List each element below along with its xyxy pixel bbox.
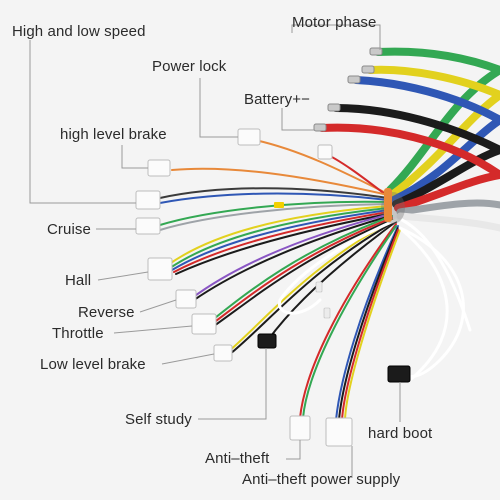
leader-reverse [139, 299, 177, 313]
right-white-wire [400, 218, 472, 332]
bundle-tie-orange [384, 188, 392, 222]
white-loop-wire-1 [277, 218, 398, 315]
leader-high-level-brake [121, 145, 148, 169]
label-battery: Battery+− [244, 91, 310, 108]
low-brake-wire-1 [227, 219, 395, 353]
main-power-wires [318, 47, 500, 232]
anti-theft-power-wire-4 [344, 229, 401, 421]
hall-connector [147, 257, 173, 281]
label-power-lock: Power lock [152, 58, 227, 75]
leader-power-lock [199, 78, 238, 138]
bundle-marker-yellow [274, 202, 284, 208]
label-reverse: Reverse [78, 304, 135, 321]
leader-self-study [198, 348, 267, 420]
high-brake-orange-wire [171, 167, 389, 196]
connectors [135, 128, 411, 447]
anti-theft-power-wire-3 [341, 229, 399, 421]
phase-gray-wire [396, 199, 500, 216]
high-level-brake-connector [147, 159, 171, 177]
leader-hall [97, 271, 149, 281]
throttle-wire-1 [209, 215, 393, 323]
label-cruise: Cruise [47, 221, 91, 238]
anti-theft-wire-2 [302, 225, 397, 419]
lug-blue [347, 75, 361, 84]
hall-wire-3 [171, 209, 389, 271]
terminal-lugs [313, 47, 383, 132]
anti-theft-power-wire-2 [338, 227, 399, 421]
self-study-connector [257, 333, 277, 349]
zip-tie-anti-theft [323, 307, 331, 319]
cruise-wire-1 [159, 200, 389, 226]
hall-wire-5 [175, 213, 389, 275]
motor-phase-green-wire-tail [374, 47, 500, 74]
lug-green [369, 47, 383, 56]
throttle-wire-2 [211, 217, 393, 325]
hall-wire-4 [173, 211, 389, 273]
harness-bundle [274, 188, 405, 319]
label-anti-theft: Anti–theft [205, 450, 270, 467]
leader-throttle [113, 325, 193, 334]
reverse-connector [175, 289, 197, 309]
anti-theft-wire-1 [299, 223, 397, 419]
label-motor-phase: Motor phase [292, 14, 377, 31]
lug-black [327, 103, 341, 112]
high-low-speed-connector [135, 190, 161, 210]
lug-red [313, 123, 327, 132]
leader-anti-theft [286, 440, 301, 460]
label-hard-boot: hard boot [368, 425, 433, 442]
label-anti-theft-power-supply: Anti–theft power supply [242, 471, 401, 488]
motor-phase-blue-wire [390, 116, 500, 204]
leader-lines [29, 24, 401, 478]
self-study-wire-1 [267, 221, 397, 341]
cruise-wire-2 [159, 203, 389, 231]
motor-phase-yellow-wire [388, 91, 500, 199]
label-hall: Hall [65, 272, 92, 289]
anti-theft-power-connector [325, 417, 353, 447]
high-low-speed-wire-2 [159, 192, 389, 204]
hall-wire-2 [169, 207, 389, 269]
throttle-connector [191, 313, 217, 335]
leader-battery [281, 108, 314, 131]
label-high-low-speed: High and low speed [12, 23, 146, 40]
hard-boot-connector [387, 365, 411, 383]
power-lock-connector [237, 128, 261, 146]
phase-white-wire [396, 212, 500, 232]
label-self-study: Self study [125, 411, 192, 428]
anti-theft-power-wire-1 [335, 225, 399, 421]
leader-motor-phase [291, 24, 381, 50]
zip-tie-self-study [315, 281, 323, 293]
battery-black-wire-tail [332, 104, 500, 154]
label-throttle: Throttle [52, 325, 104, 342]
high-low-speed-wire-1 [159, 187, 389, 199]
hard-boot-loop-wire-2 [400, 228, 449, 382]
low-brake-wire-2 [229, 221, 395, 355]
battery-black-wire [392, 146, 500, 208]
cruise-connector [135, 217, 161, 235]
battery-red-wire [394, 171, 500, 212]
battery-red-wire-tail [318, 123, 500, 179]
hard-boot-loop-wire [398, 226, 465, 379]
power-lock-small-connector [317, 144, 333, 160]
motor-phase-yellow-wire-tail [366, 65, 500, 99]
anti-theft-connector [289, 415, 311, 441]
label-high-level-brake: high level brake [60, 126, 167, 143]
label-low-level-brake: Low level brake [40, 356, 146, 373]
motor-phase-blue-wire-tail [352, 76, 500, 124]
leader-high-low-speed [29, 40, 136, 204]
throttle-wire-3 [213, 219, 393, 327]
low-level-brake-connector [213, 344, 233, 362]
reverse-wire-2 [193, 215, 391, 301]
power-lock-orange-wire [254, 139, 391, 196]
reverse-wire-1 [191, 213, 391, 299]
hall-wire-1 [167, 205, 389, 266]
lug-yellow [361, 65, 375, 74]
leader-low-level-brake [161, 353, 215, 365]
